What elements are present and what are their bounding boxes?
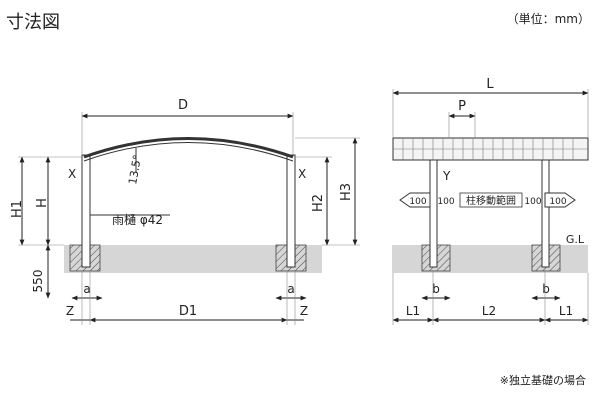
label-H3: H3 <box>339 183 354 201</box>
label-a-right: a <box>287 282 294 296</box>
label-H2: H2 <box>311 194 326 212</box>
label-Y: Y <box>442 169 451 183</box>
roof-arch <box>83 137 294 159</box>
label-Z-left: Z <box>66 304 74 318</box>
label-b-left: b <box>432 282 440 296</box>
label-L1-left: L1 <box>406 304 420 318</box>
label-P: P <box>458 99 466 114</box>
front-view: 13.5° 雨樋 φ42 D H1 H X X H2 H3 550 a <box>10 98 360 325</box>
label-GL: G.L <box>566 233 585 246</box>
label-offset-1: 100 <box>409 197 426 207</box>
side-post-right <box>541 159 550 268</box>
label-offset-3: 100 <box>524 197 541 207</box>
label-D: D <box>178 98 188 113</box>
roof-underside <box>83 142 294 162</box>
page-title: 寸法図 <box>6 12 60 33</box>
label-offset-2: 100 <box>437 197 454 207</box>
post-right <box>286 154 296 268</box>
label-offset-4: 100 <box>549 197 566 207</box>
label-H1: H1 <box>10 200 25 218</box>
label-L1-right: L1 <box>559 304 573 318</box>
label-L: L <box>486 77 494 92</box>
label-b-right: b <box>542 282 550 296</box>
label-D1: D1 <box>179 304 197 319</box>
label-range: 柱移動範囲 <box>466 194 516 207</box>
label-L2: L2 <box>482 304 496 318</box>
label-X-left: X <box>68 167 76 181</box>
footnote: ※独立基礎の場合 <box>499 374 586 387</box>
label-a-left: a <box>83 282 90 296</box>
label-Z-right: Z <box>300 304 308 318</box>
label-H: H <box>35 198 50 208</box>
range-arrow-left <box>399 192 431 208</box>
post-left <box>81 154 91 268</box>
label-depth: 550 <box>31 270 45 293</box>
unit-label: （単位：mm） <box>506 12 590 26</box>
side-post-left <box>429 159 438 268</box>
range-arrow-right <box>544 192 576 208</box>
gutter-label: 雨樋 φ42 <box>112 212 163 227</box>
angle-label: 13.5° <box>126 154 144 186</box>
side-view: G.L L P Y <box>392 77 589 325</box>
label-X-right: X <box>298 167 306 181</box>
range-box <box>459 192 523 208</box>
